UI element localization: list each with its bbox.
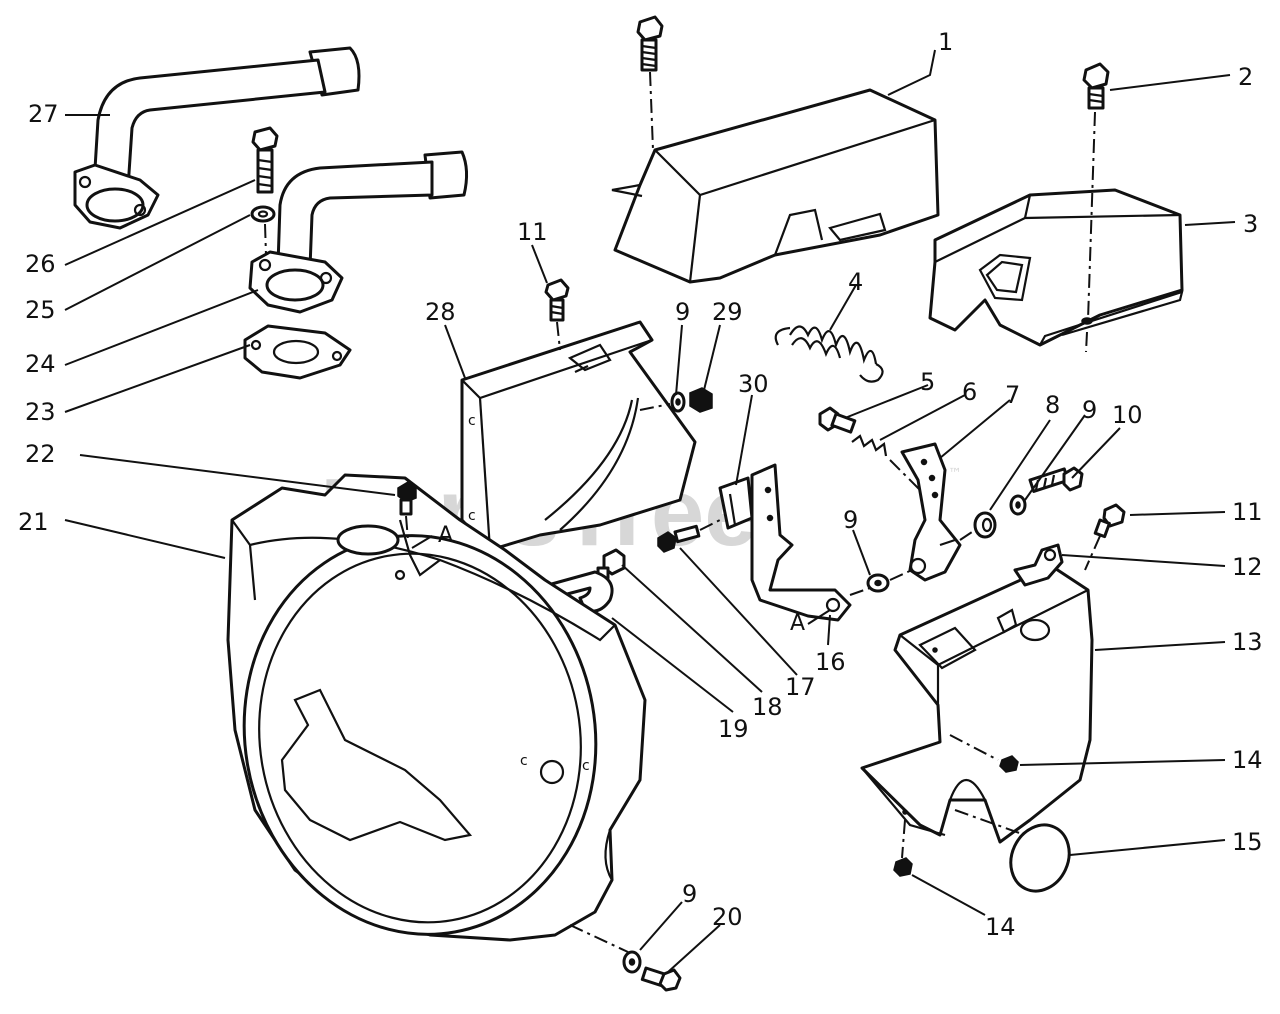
leader-lines (64, 49, 1236, 973)
part-24-exhaust-elbow (248, 150, 469, 314)
part-7-governor-lever (900, 442, 962, 582)
part-29-nut (639, 387, 713, 413)
callout-8: 8 (1045, 391, 1060, 419)
reference-mark-a-bracket: A (790, 611, 805, 636)
part-26-bolt (251, 126, 279, 194)
part-8-bushing (973, 511, 997, 539)
callout-26: 26 (25, 250, 56, 278)
callout-13: 13 (1232, 628, 1263, 656)
part-6-spring (851, 434, 936, 506)
callout-9-bottom: 9 (682, 880, 697, 908)
part-17-screw (657, 519, 721, 553)
callout-9: 9 (1082, 396, 1097, 424)
hole-marks: c c c c (468, 413, 590, 774)
hole-mark: c (520, 753, 528, 769)
callout-4: 4 (848, 268, 863, 296)
part-21-blower-housing (226, 473, 647, 942)
callout-3: 3 (1243, 210, 1258, 238)
callout-7: 7 (1005, 381, 1020, 409)
callout-10: 10 (1112, 401, 1143, 429)
callout-labels: 1 2 3 4 5 6 7 8 9 10 11 12 13 14 15 14 9… (18, 28, 1263, 941)
callout-17: 17 (785, 673, 816, 701)
part-13-cylinder-shroud (860, 563, 1094, 844)
watermark-trademark: ™ (948, 466, 962, 482)
callout-12: 12 (1232, 553, 1263, 581)
reference-mark-a-housing: A (438, 523, 453, 548)
callout-30: 30 (738, 370, 769, 398)
callout-20: 20 (712, 903, 743, 931)
reference-a-leader (411, 535, 433, 549)
part-9-washer-middle (849, 569, 913, 596)
part-11-screw-upper (544, 278, 570, 351)
part-14-screw-lower (893, 819, 913, 877)
callout-2: 2 (1238, 63, 1253, 91)
callout-6: 6 (962, 378, 977, 406)
callout-28: 28 (425, 298, 456, 326)
part-20-screw (640, 966, 682, 992)
callout-1: 1 (938, 28, 953, 56)
bolt-top-left (636, 15, 664, 151)
callout-9-middle: 9 (843, 506, 858, 534)
part-1-blower-housing-cover (611, 88, 940, 284)
part-27-exhaust-elbow (73, 46, 361, 230)
callout-14-lower: 14 (985, 913, 1016, 941)
part-12-bracket (996, 543, 1064, 634)
part-16-control-bracket (750, 463, 852, 622)
callout-11: 11 (1232, 498, 1263, 526)
part-11-screw-right (1084, 503, 1126, 571)
hole-mark: c (582, 758, 590, 774)
callout-19: 19 (718, 715, 749, 743)
callout-25: 25 (25, 296, 56, 324)
callout-18: 18 (752, 693, 783, 721)
callout-15: 15 (1232, 828, 1263, 856)
callout-27: 27 (28, 100, 59, 128)
part-15-plug (954, 809, 1071, 893)
part-9-washer-upper (670, 391, 686, 413)
callout-29: 29 (712, 298, 743, 326)
hole-mark: c (468, 413, 476, 429)
callout-11-upper: 11 (517, 218, 548, 246)
part-22-screw (397, 481, 417, 541)
callout-21: 21 (18, 508, 49, 536)
part-23-exhaust-gasket (243, 324, 352, 380)
callout-22: 22 (25, 440, 56, 468)
callout-9-upper: 9 (675, 298, 690, 326)
part-14-screw-upper (949, 734, 1019, 773)
callout-23: 23 (25, 398, 56, 426)
part-5-screw (818, 406, 857, 434)
part-2-bolt (1082, 62, 1110, 353)
callout-16: 16 (815, 648, 846, 676)
callout-14: 14 (1232, 746, 1263, 774)
callout-24: 24 (25, 350, 56, 378)
reference-a-bracket-leader (807, 609, 831, 625)
part-4-governor-spring (774, 325, 884, 383)
hole-mark: c (468, 508, 476, 524)
part-25-lock-washer (250, 205, 276, 256)
part-9-washer-right (1009, 494, 1027, 516)
part-9-washer-bottom (569, 924, 642, 974)
part-3-side-cover (928, 188, 1184, 347)
callout-5: 5 (920, 368, 935, 396)
